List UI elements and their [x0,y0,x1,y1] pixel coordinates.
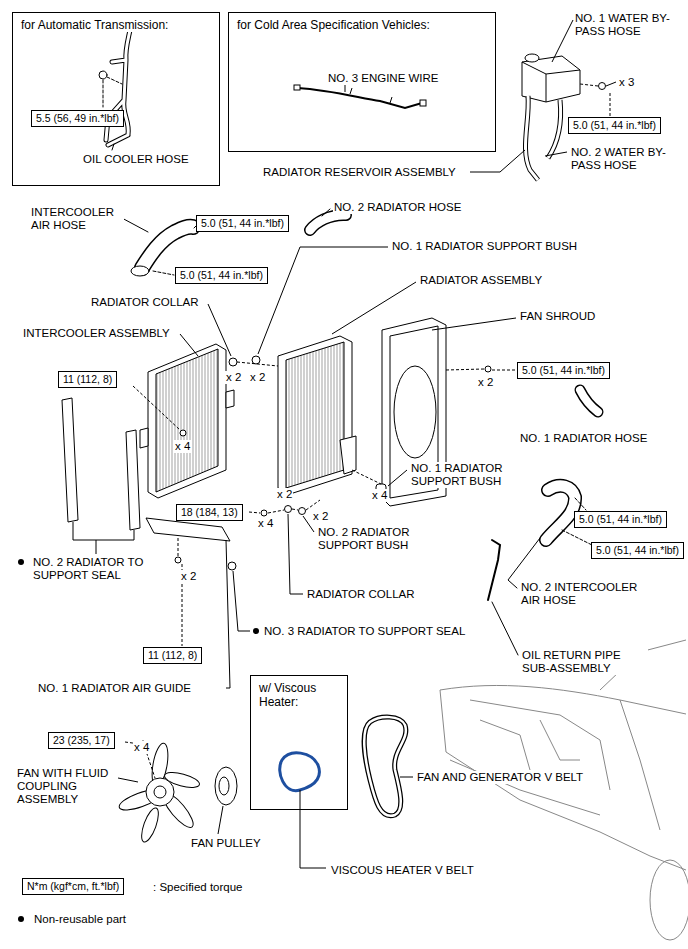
part-label: NO. 2 RADIATOR HOSE [333,201,462,214]
part-label: FAN PULLEY [190,837,262,850]
torque-value: 5.0 (51, 44 in.*lbf) [201,217,284,230]
torque-box: 5.0 (51, 44 in.*lbf) [574,511,667,528]
torque-value: 5.0 (51, 44 in.*lbf) [579,513,662,526]
part-label: NO. 2 WATER BY-PASS HOSE [570,146,680,172]
torque-value: 18 (184, 13) [181,506,238,519]
part-label: NO. 1 RADIATOR HOSE [519,432,648,445]
quantity-label: x 4 [371,489,388,502]
fan-and-pulley [113,741,237,844]
panel-heading: for Automatic Transmission: [21,18,168,32]
quantity-label: x 2 [312,510,329,523]
torque-value: 5.0 (51, 44 in.*lbf) [522,364,605,377]
variant-panel: w/ Viscous Heater: [250,675,348,810]
part-label: INTERCOOLER ASSEMBLY [22,327,171,340]
torque-value: 5.0 (51, 44 in.*lbf) [573,119,656,132]
radiator-hose [580,390,598,412]
air-hoses [120,209,346,276]
torque-box: 18 (184, 13) [176,504,243,521]
note-text: Non-reusable part [33,913,127,926]
part-label: NO. 3 RADIATOR TO SUPPORT SEAL [263,625,466,638]
part-label: OIL RETURN PIPE SUB-ASSEMBLY [521,649,648,675]
quantity-label: x 3 [618,76,635,89]
quantity-label: x 2 [225,371,242,384]
quantity-label: x 2 [180,570,197,583]
part-label: RADIATOR RESERVOIR ASSEMBLY [262,166,457,179]
torque-box: 5.0 (51, 44 in.*lbf) [568,117,661,134]
quantity-label: x 2 [477,376,494,389]
part-label: RADIATOR COLLAR [306,588,416,601]
quantity-label: x 4 [174,440,191,453]
torque-value: 5.5 (56, 49 in.*lbf) [36,112,119,125]
torque-box: 11 (112, 8) [143,647,202,664]
part-label: NO. 2 INTERCOOLER AIR HOSE [520,581,652,607]
torque-value: 11 (112, 8) [63,373,112,386]
torque-value: 23 (235, 17) [53,734,110,747]
engine-wire [294,84,426,108]
part-label: OIL COOLER HOSE [82,153,190,166]
torque-box: 5.0 (51, 44 in.*lbf) [175,267,268,284]
torque-value: N*m (kgf*cm, ft.*lbf) [27,880,119,893]
torque-value: 5.0 (51, 44 in.*lbf) [180,269,263,282]
vehicle-outline [440,640,688,940]
panel-heading: for Cold Area Specification Vehicles: [237,18,430,32]
quantity-label: x 4 [133,741,150,754]
torque-value: 11 (112, 8) [148,649,197,662]
intercooler-drawing [133,334,234,498]
torque-box: 5.0 (51, 44 in.*lbf) [196,215,289,232]
part-label: NO. 1 RADIATOR AIR GUIDE [37,682,192,695]
part-label: FAN SHROUD [519,310,596,323]
part-label: NO. 2 RADIATOR TO SUPPORT SEAL [32,556,162,582]
torque-box: 5.5 (56, 49 in.*lbf) [31,110,124,127]
part-label: RADIATOR COLLAR [90,296,200,309]
non-reusable-mark [18,559,259,922]
torque-box: 5.0 (51, 44 in.*lbf) [591,542,684,559]
quantity-label: x 4 [257,517,274,530]
belts [280,717,413,868]
quantity-label: x 2 [276,488,293,501]
part-label: NO. 2 RADIATOR SUPPORT BUSH [317,526,427,552]
legend-text: : Specified torque [152,881,244,894]
part-label: FAN WITH FLUID COUPLING ASSEMBLY [16,767,118,806]
panel-heading: w/ Viscous Heater: [259,681,337,709]
part-label: NO. 1 WATER BY-PASS HOSE [574,12,684,38]
torque-box: 5.0 (51, 44 in.*lbf) [517,362,610,379]
part-label: FAN AND GENERATOR V BELT [416,771,584,784]
part-label: NO. 1 RADIATOR SUPPORT BUSH [410,462,520,488]
torque-value: 5.0 (51, 44 in.*lbf) [596,544,679,557]
part-label: RADIATOR ASSEMBLY [419,274,543,287]
seals-and-air-guide [62,398,250,688]
part-label: INTERCOOLER AIR HOSE [30,206,124,232]
quantity-label: x 2 [249,371,266,384]
torque-box: 11 (112, 8) [58,371,117,388]
part-label: NO. 3 ENGINE WIRE [327,72,440,85]
part-label: NO. 1 RADIATOR SUPPORT BUSH [391,240,578,253]
oil-cooler-hose [99,30,130,150]
torque-box: N*m (kgf*cm, ft.*lbf) [22,878,124,895]
torque-box: 23 (235, 17) [48,732,115,749]
part-label: VISCOUS HEATER V BELT [330,864,475,877]
